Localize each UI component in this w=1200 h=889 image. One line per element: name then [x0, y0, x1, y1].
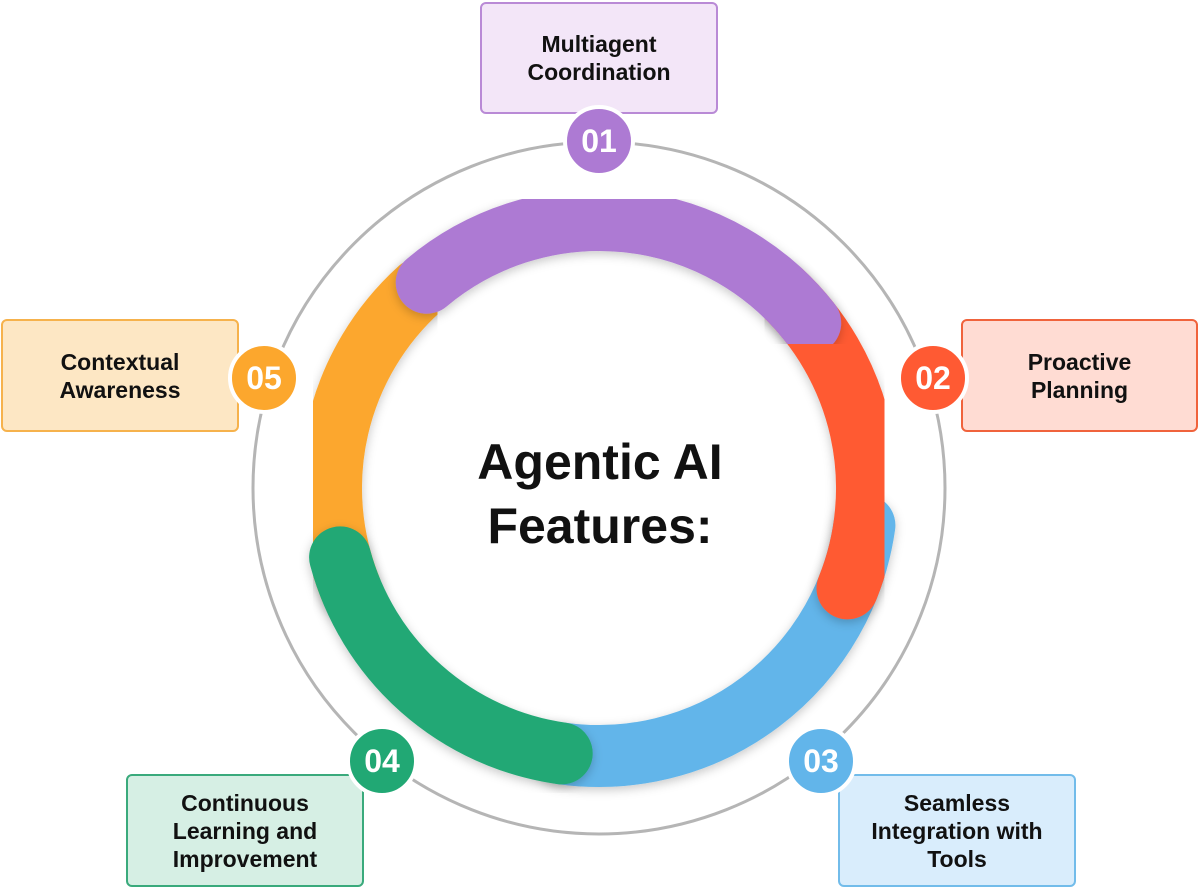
number-badge-04: 04 — [346, 725, 418, 797]
feature-box-contextual-awareness: Contextual Awareness — [1, 319, 239, 432]
arc-seamless-integration — [530, 494, 896, 787]
number-badge-01: 01 — [563, 105, 635, 177]
arc-continuous-learning — [309, 526, 593, 785]
arc-multiagent-coordination — [395, 188, 842, 354]
feature-box-proactive-planning: Proactive Planning — [961, 319, 1198, 432]
feature-box-continuous-learning: Continuous Learning and Improvement — [126, 774, 364, 887]
diagram-title: Agentic AI Features: — [477, 434, 723, 554]
feature-box-multiagent-coordination: Multiagent Coordination — [480, 2, 718, 114]
feature-box-seamless-integration: Seamless Integration with Tools — [838, 774, 1076, 887]
feature-arcs — [299, 188, 898, 787]
number-badge-05: 05 — [228, 342, 300, 414]
number-badge-03: 03 — [785, 725, 857, 797]
number-badge-02: 02 — [897, 342, 969, 414]
